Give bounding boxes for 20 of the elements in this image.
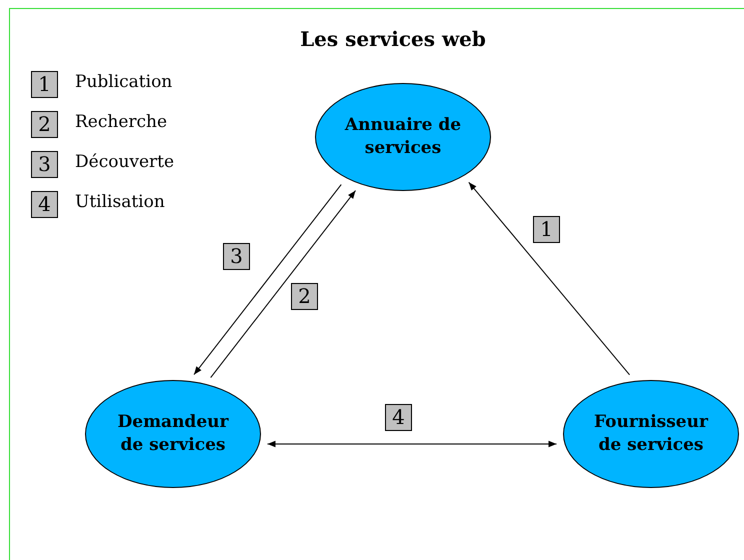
step-number: 2 (31, 111, 58, 138)
node-label: Fournisseur de services (593, 411, 710, 457)
step-description: Découverte (75, 152, 174, 172)
step-number: 3 (223, 243, 250, 270)
step-number: 4 (385, 404, 412, 431)
step-number: 2 (291, 283, 318, 310)
step-description: Utilisation (75, 192, 165, 212)
step-number: 1 (31, 71, 58, 98)
step-number: 1 (533, 216, 560, 243)
diagram-title: Les services web (299, 27, 487, 51)
arrow (210, 190, 356, 378)
arrow (468, 182, 630, 376)
step-number: 3 (31, 151, 58, 178)
node-label: Annuaire de services (344, 114, 462, 160)
arrow (266, 440, 558, 448)
step-description: Publication (75, 72, 172, 92)
step-number: 4 (31, 191, 58, 218)
step-description: Recherche (75, 112, 168, 132)
arrow (194, 184, 342, 376)
node-label: Demandeur de services (116, 411, 230, 457)
